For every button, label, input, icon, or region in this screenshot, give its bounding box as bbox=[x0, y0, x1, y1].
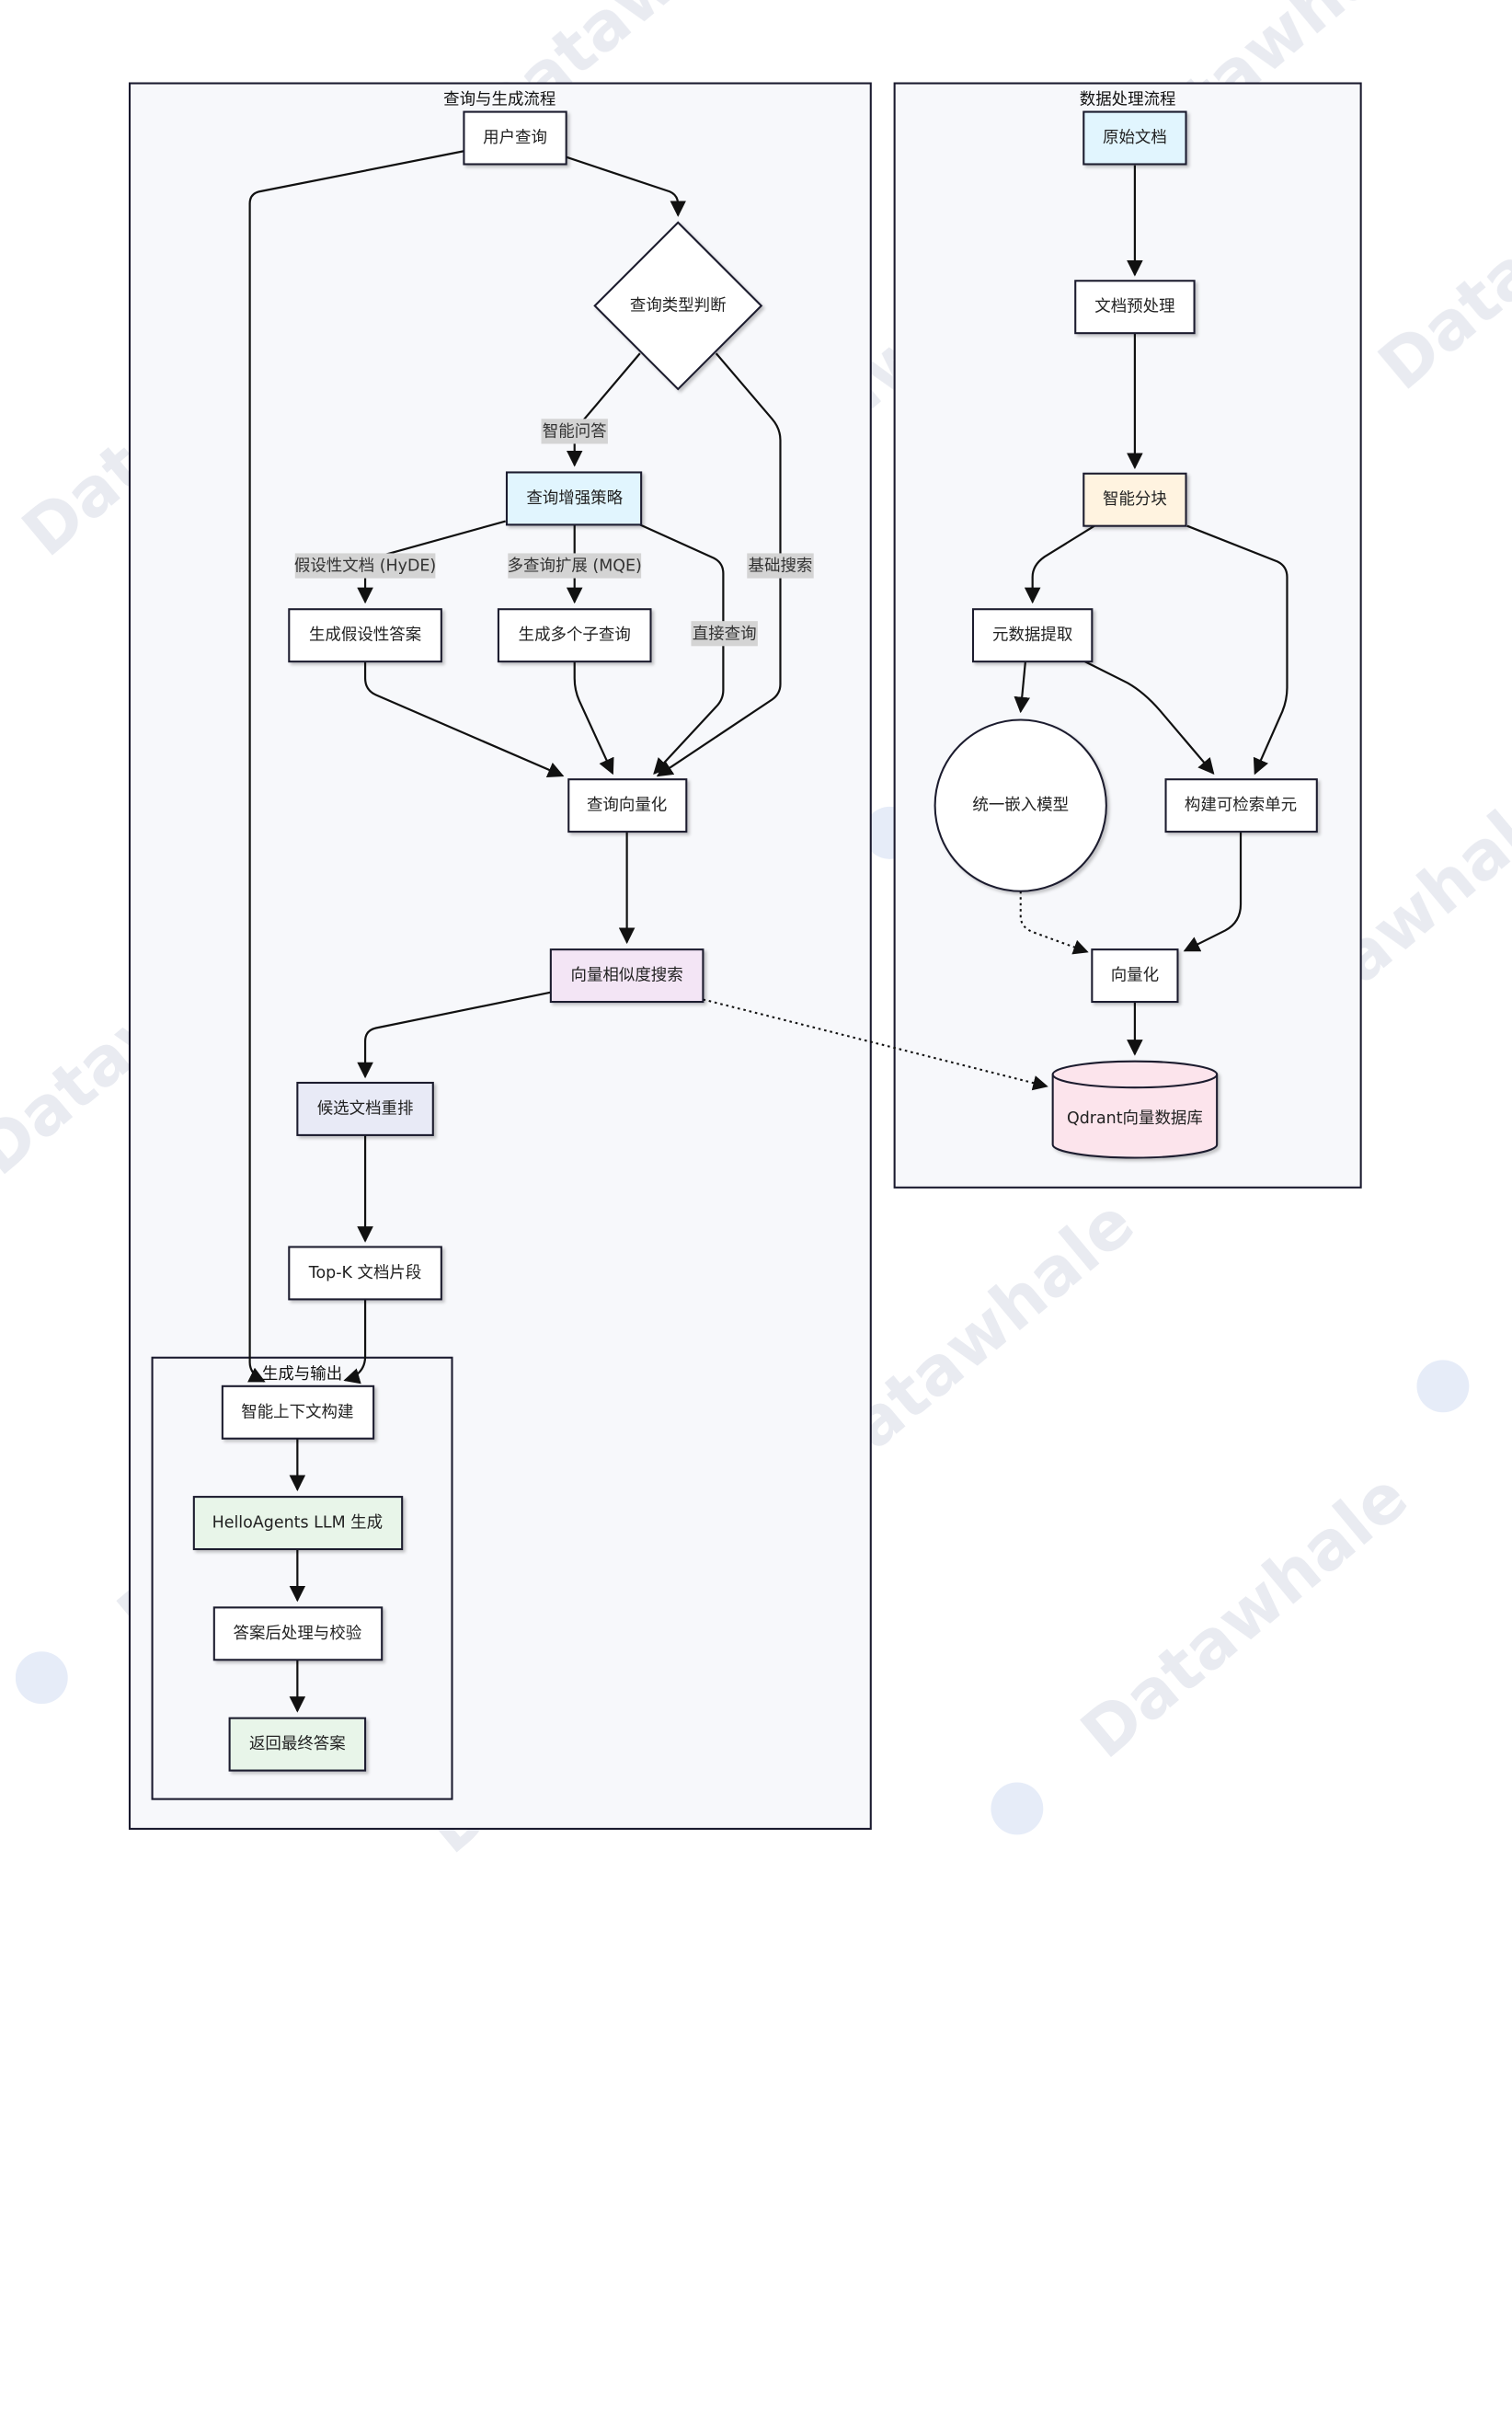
svg-text:Datawhale: Datawhale bbox=[1365, 89, 1512, 405]
watermark-logo bbox=[1416, 1360, 1470, 1413]
node-topk[interactable]: Top-K 文档片段 bbox=[288, 1246, 442, 1301]
cluster-title: 数据处理流程 bbox=[1080, 91, 1176, 109]
svg-text:智能上下文构建: 智能上下文构建 bbox=[241, 1403, 353, 1421]
edge-topk-to-context bbox=[343, 1299, 367, 1385]
svg-text:向量相似度搜索: 向量相似度搜索 bbox=[571, 967, 683, 985]
svg-text:查询类型判断: 查询类型判断 bbox=[630, 296, 727, 315]
svg-text:返回最终答案: 返回最终答案 bbox=[249, 1735, 346, 1753]
edge-units-to-vectorize bbox=[1183, 832, 1243, 952]
node-retrievable-units[interactable]: 构建可检索单元 bbox=[1164, 778, 1318, 833]
node-context-build[interactable]: 智能上下文构建 bbox=[221, 1385, 375, 1440]
svg-text:构建可检索单元: 构建可检索单元 bbox=[1185, 797, 1297, 815]
svg-text:元数据提取: 元数据提取 bbox=[992, 626, 1072, 645]
edge-user-to-type bbox=[566, 155, 687, 217]
svg-text:原始文档: 原始文档 bbox=[1103, 129, 1167, 147]
node-llm-generate[interactable]: HelloAgents LLM 生成 bbox=[192, 1496, 404, 1551]
svg-text:查询增强策略: 查询增强策略 bbox=[526, 489, 623, 508]
svg-text:查询向量化: 查询向量化 bbox=[587, 797, 667, 815]
svg-text:候选文档重排: 候选文档重排 bbox=[317, 1099, 414, 1118]
edge-label-hyde: 假设性文档 (HyDE) bbox=[294, 553, 436, 579]
node-final-answer[interactable]: 返回最终答案 bbox=[228, 1717, 367, 1772]
svg-text:生成假设性答案: 生成假设性答案 bbox=[309, 626, 421, 645]
node-metadata-extract[interactable]: 元数据提取 bbox=[971, 608, 1094, 663]
cluster-title: 生成与输出 bbox=[262, 1365, 342, 1384]
node-user-query[interactable]: 用户查询 bbox=[463, 110, 567, 166]
svg-text:Datawhale: Datawhale bbox=[1067, 1458, 1422, 1774]
svg-text:HelloAgents LLM 生成: HelloAgents LLM 生成 bbox=[212, 1514, 384, 1533]
node-query-enhance[interactable]: 查询增强策略 bbox=[505, 471, 643, 526]
svg-text:直接查询: 直接查询 bbox=[693, 625, 757, 643]
node-rerank[interactable]: 候选文档重排 bbox=[296, 1081, 434, 1136]
svg-text:智能问答: 智能问答 bbox=[543, 423, 607, 442]
svg-text:生成多个子查询: 生成多个子查询 bbox=[519, 626, 631, 645]
edge-chunk-to-meta bbox=[1024, 524, 1095, 604]
node-embedding-model[interactable]: 统一嵌入模型 bbox=[934, 718, 1107, 892]
edge-hyde-to-vectorize bbox=[363, 661, 565, 778]
node-similarity-search[interactable]: 向量相似度搜索 bbox=[549, 948, 704, 1004]
node-query-vectorize[interactable]: 查询向量化 bbox=[567, 778, 688, 833]
svg-text:Qdrant向量数据库: Qdrant向量数据库 bbox=[1067, 1109, 1203, 1128]
edge-mqe-to-vectorize bbox=[573, 661, 614, 776]
cluster-title: 查询与生成流程 bbox=[443, 91, 556, 109]
cluster-data-flow: 数据处理流程 bbox=[893, 82, 1362, 1189]
svg-text:用户查询: 用户查询 bbox=[483, 129, 547, 147]
node-postprocess[interactable]: 答案后处理与校验 bbox=[212, 1606, 384, 1661]
svg-text:统一嵌入模型: 统一嵌入模型 bbox=[972, 797, 1069, 815]
node-query-type-decision[interactable]: 查询类型判断 bbox=[593, 221, 763, 391]
svg-text:假设性文档 (HyDE): 假设性文档 (HyDE) bbox=[294, 557, 436, 576]
edge-label-basic-search: 基础搜索 bbox=[747, 553, 814, 579]
node-vectorize[interactable]: 向量化 bbox=[1091, 948, 1179, 1004]
watermark: Datawhale bbox=[1067, 1458, 1422, 1774]
edge-embed-to-vectorize bbox=[1019, 891, 1089, 955]
watermark-logo bbox=[991, 1782, 1044, 1835]
svg-text:向量化: 向量化 bbox=[1111, 967, 1159, 985]
edge-meta-to-units bbox=[1084, 661, 1215, 776]
svg-text:基础搜索: 基础搜索 bbox=[749, 557, 813, 576]
node-raw-document[interactable]: 原始文档 bbox=[1082, 110, 1187, 166]
svg-text:Top-K 文档片段: Top-K 文档片段 bbox=[308, 1264, 422, 1282]
node-hyde-answer[interactable]: 生成假设性答案 bbox=[288, 608, 442, 663]
flowchart-canvas: Datawhale Datawhale Datawhale Datawhale … bbox=[0, 0, 1512, 1868]
watermark-logo bbox=[15, 1651, 68, 1705]
svg-text:多查询扩展 (MQE): 多查询扩展 (MQE) bbox=[508, 557, 642, 576]
node-smart-chunk[interactable]: 智能分块 bbox=[1082, 472, 1187, 527]
node-doc-preprocess[interactable]: 文档预处理 bbox=[1074, 280, 1196, 335]
edge-similarity-to-rerank bbox=[357, 991, 552, 1079]
svg-text:智能分块: 智能分块 bbox=[1103, 490, 1167, 509]
svg-text:文档预处理: 文档预处理 bbox=[1094, 298, 1174, 316]
edge-label-mqe: 多查询扩展 (MQE) bbox=[508, 553, 642, 579]
edge-chunk-to-units bbox=[1186, 524, 1289, 776]
node-mqe-subqueries[interactable]: 生成多个子查询 bbox=[497, 608, 652, 663]
edge-meta-to-embed bbox=[1014, 661, 1030, 714]
watermark: Datawhale bbox=[1365, 89, 1512, 405]
edges bbox=[247, 150, 1289, 1713]
node-qdrant-db[interactable]: Qdrant向量数据库 bbox=[1051, 1060, 1219, 1159]
edge-label-smart-qa: 智能问答 bbox=[541, 419, 608, 444]
edge-label-direct: 直接查询 bbox=[691, 621, 758, 647]
svg-text:答案后处理与校验: 答案后处理与校验 bbox=[234, 1625, 362, 1643]
edge-user-to-context bbox=[247, 150, 464, 1383]
